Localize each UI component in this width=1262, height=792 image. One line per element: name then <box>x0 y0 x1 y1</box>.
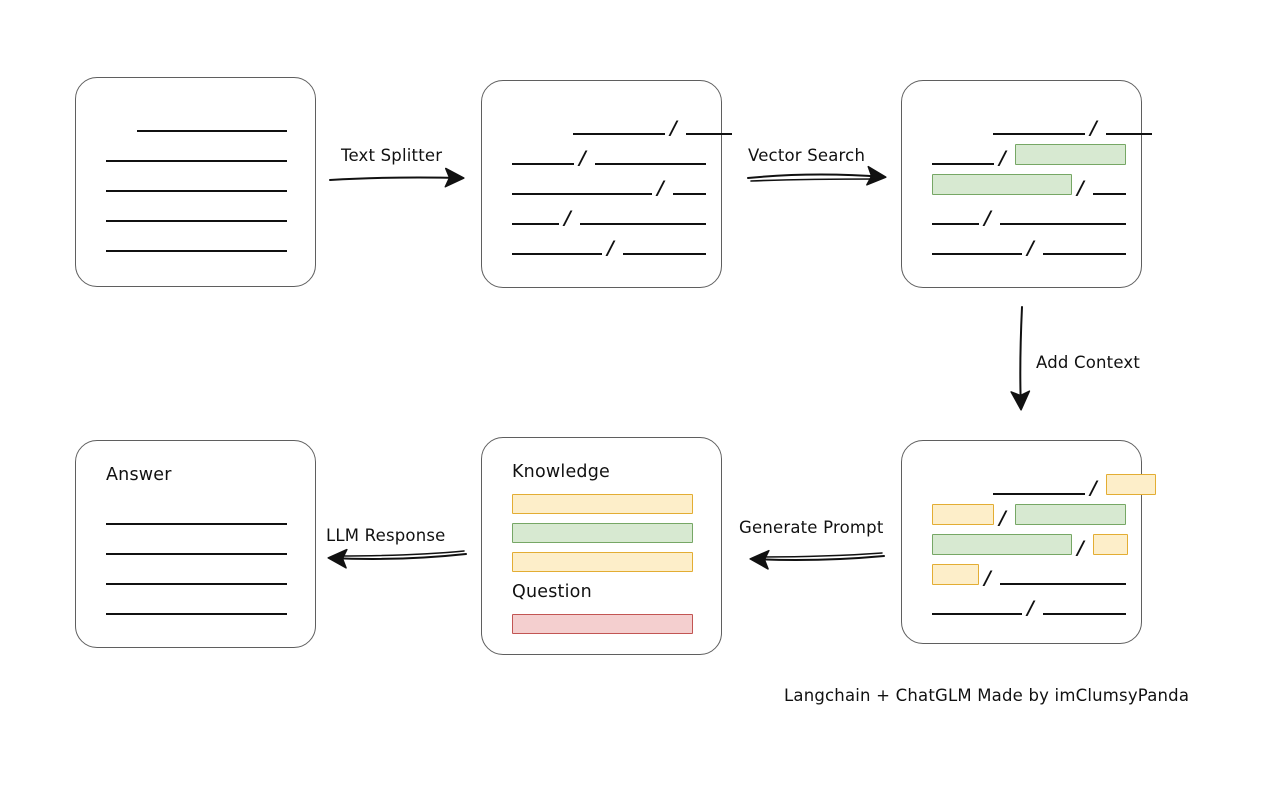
text-line <box>512 223 559 225</box>
text-line <box>106 250 287 252</box>
chunk-separator-slash: / <box>1027 597 1034 619</box>
text-line <box>673 193 706 195</box>
arrow-label-llm-response: LLM Response <box>326 526 446 545</box>
chunk-separator-slash: / <box>1077 177 1084 199</box>
text-line <box>1000 223 1126 225</box>
highlight-chip-yellow <box>932 564 979 585</box>
highlight-chip-yellow <box>1093 534 1128 555</box>
highlight-chip-green <box>1015 144 1126 165</box>
text-line <box>932 163 994 165</box>
knowledge-bar-yellow <box>512 494 693 514</box>
highlight-chip-yellow <box>1106 474 1156 495</box>
text-line <box>932 223 979 225</box>
text-line <box>106 553 287 555</box>
highlight-chip-yellow <box>932 504 994 525</box>
text-line <box>1093 193 1126 195</box>
box-split-chunks[interactable]: / / / / / <box>481 80 732 288</box>
chunk-separator-slash: / <box>607 237 614 259</box>
text-line <box>512 163 574 165</box>
box-context-chunks[interactable]: / / / / / <box>901 440 1156 644</box>
arrow-text-splitter <box>329 167 465 188</box>
chunk-separator-slash: / <box>999 507 1006 529</box>
knowledge-heading: Knowledge <box>512 462 610 482</box>
text-line <box>623 253 706 255</box>
arrow-label-generate-prompt: Generate Prompt <box>739 518 884 537</box>
chunk-separator-slash: / <box>984 207 991 229</box>
chunk-separator-slash: / <box>1090 477 1097 499</box>
highlight-chip-green <box>932 174 1072 195</box>
highlight-chip-green <box>932 534 1072 555</box>
text-line <box>512 253 602 255</box>
arrow-generate-prompt <box>749 549 885 570</box>
question-heading: Question <box>512 582 592 602</box>
text-line <box>106 523 287 525</box>
knowledge-bar-green <box>512 523 693 543</box>
arrow-label-add-context: Add Context <box>1036 353 1141 372</box>
arrow-vector-search <box>747 165 887 186</box>
text-line <box>1106 133 1152 135</box>
text-line <box>512 193 652 195</box>
chunk-separator-slash: / <box>657 177 664 199</box>
highlight-chip-green <box>1015 504 1126 525</box>
text-line <box>993 493 1085 495</box>
arrow-label-text-splitter: Text Splitter <box>341 146 443 165</box>
text-line <box>1043 613 1126 615</box>
arrow-llm-response <box>327 548 467 569</box>
answer-heading: Answer <box>106 465 172 485</box>
text-line <box>1000 583 1126 585</box>
text-line <box>580 223 706 225</box>
chunk-separator-slash: / <box>984 567 991 589</box>
text-line <box>573 133 665 135</box>
credit-text: Langchain + ChatGLM Made by imClumsyPand… <box>784 686 1190 705</box>
text-line <box>595 163 706 165</box>
box-answer[interactable]: Answer <box>75 440 316 648</box>
text-line <box>106 190 287 192</box>
chunk-separator-slash: / <box>579 147 586 169</box>
box-matched-chunks[interactable]: / / / / / <box>901 80 1152 288</box>
chunk-separator-slash: / <box>670 117 677 139</box>
chunk-separator-slash: / <box>564 207 571 229</box>
text-line <box>1043 253 1126 255</box>
text-line <box>932 613 1022 615</box>
arrow-label-vector-search: Vector Search <box>748 146 866 165</box>
text-line <box>106 583 287 585</box>
chunk-separator-slash: / <box>1090 117 1097 139</box>
text-line <box>137 130 287 132</box>
question-bar-red <box>512 614 693 634</box>
text-line <box>686 133 732 135</box>
text-line <box>993 133 1085 135</box>
box-source-document[interactable] <box>75 77 316 287</box>
text-line <box>106 160 287 162</box>
text-line <box>932 253 1022 255</box>
chunk-separator-slash: / <box>1027 237 1034 259</box>
text-line <box>106 613 287 615</box>
chunk-separator-slash: / <box>1077 537 1084 559</box>
chunk-separator-slash: / <box>999 147 1006 169</box>
arrow-add-context <box>1010 306 1031 411</box>
knowledge-bar-yellow <box>512 552 693 572</box>
text-line <box>106 220 287 222</box>
